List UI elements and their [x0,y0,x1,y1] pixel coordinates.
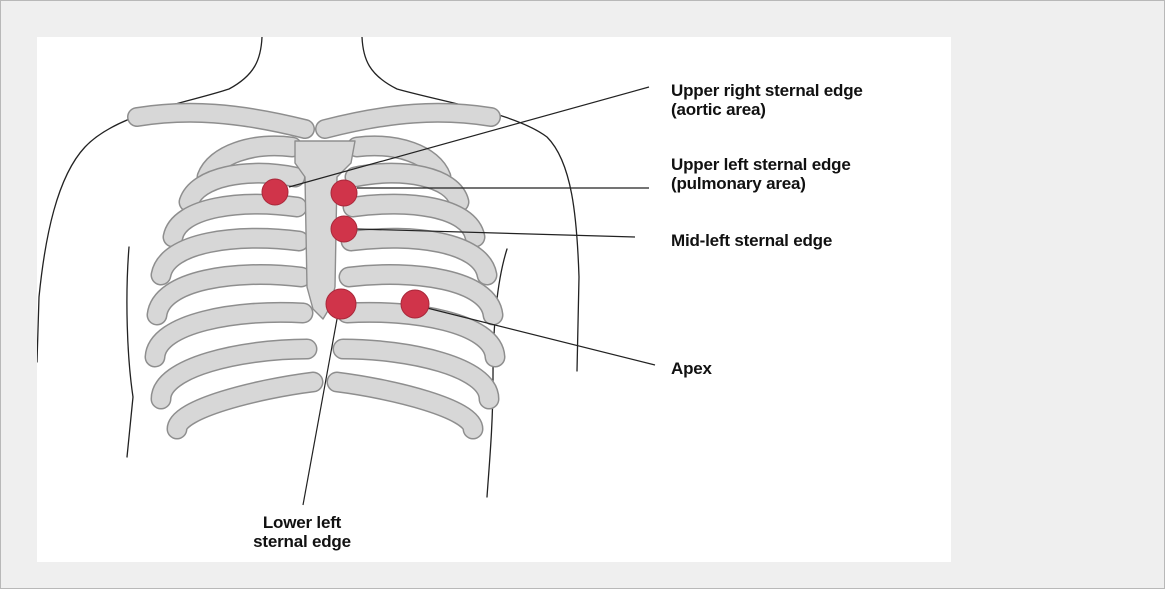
label-mid-left-line-1: Mid-left sternal edge [671,231,832,250]
label-apex: Apex [671,359,712,378]
marker-lower-left-sternal-edge [326,289,356,319]
label-lower-left-line-1: Lower left [237,513,367,532]
marker-apex [401,290,429,318]
body-outline-right-arm [487,249,507,497]
marker-upper-left-sternal-edge [331,180,357,206]
label-upper-right-line-1: Upper right sternal edge [671,81,863,100]
clavicle-left [137,113,305,129]
marker-upper-right-sternal-edge [262,179,288,205]
body-outline-left-arm [127,247,133,457]
label-apex-line-1: Apex [671,359,712,378]
label-lower-left-line-2: sternal edge [237,532,367,551]
clavicle-right [325,113,491,129]
label-upper-right-line-2: (aortic area) [671,100,863,119]
chest-auscultation-diagram: Upper right sternal edge (aortic area) U… [37,37,951,562]
leader-line-upper-right [289,87,649,187]
label-upper-left-line-1: Upper left sternal edge [671,155,851,174]
label-mid-left-sternal-edge: Mid-left sternal edge [671,231,832,250]
label-upper-left-line-2: (pulmonary area) [671,174,851,193]
label-upper-left-sternal-edge: Upper left sternal edge (pulmonary area) [671,155,851,193]
label-lower-left-sternal-edge: Lower left sternal edge [237,513,367,551]
label-upper-right-sternal-edge: Upper right sternal edge (aortic area) [671,81,863,119]
marker-mid-left-sternal-edge [331,216,357,242]
